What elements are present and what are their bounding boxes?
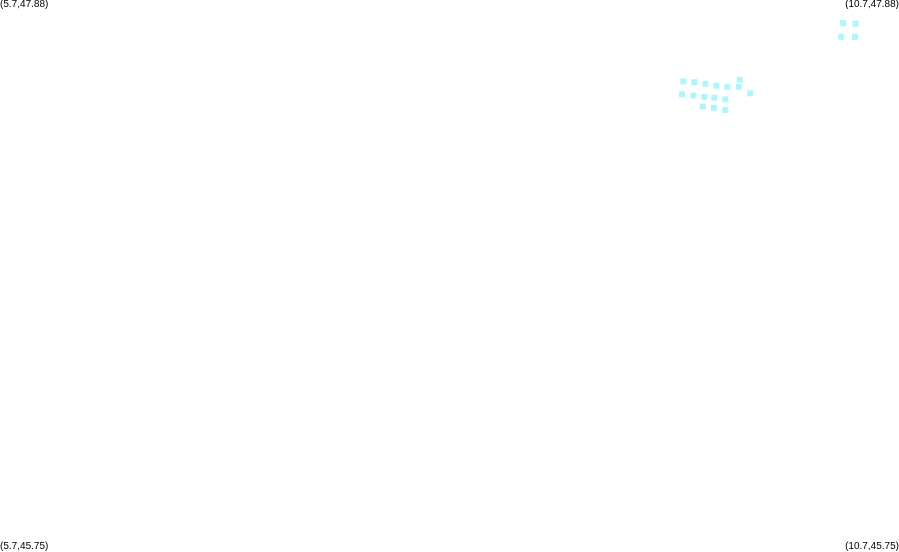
map-point-marker (699, 103, 706, 110)
map-point-marker (713, 82, 720, 89)
corner-label-bottom-left: (5.7,45.75) (0, 541, 49, 552)
map-point-marker (852, 33, 859, 40)
map-point-marker (724, 83, 731, 90)
corner-label-top-right: (10.7,47.88) (845, 0, 899, 10)
map-point-marker (691, 79, 698, 86)
map-point-marker (736, 76, 743, 83)
map-point-marker (702, 80, 709, 87)
map-point-marker (747, 90, 754, 97)
map-point-marker (711, 94, 718, 101)
map-point-marker (679, 91, 685, 98)
corner-label-bottom-right: (10.7,45.75) (845, 541, 899, 552)
map-point-marker (722, 96, 729, 103)
map-point-marker (710, 104, 717, 111)
map-point-marker (838, 33, 845, 40)
map-point-marker (680, 78, 687, 85)
map-point-marker (701, 93, 708, 100)
map-point-marker (722, 106, 729, 113)
map-point-marker (690, 92, 697, 99)
map-point-marker (852, 20, 859, 27)
map-point-marker (840, 20, 847, 27)
corner-label-top-left: (5.7,47.88) (0, 0, 49, 10)
map-point-marker (735, 83, 742, 90)
